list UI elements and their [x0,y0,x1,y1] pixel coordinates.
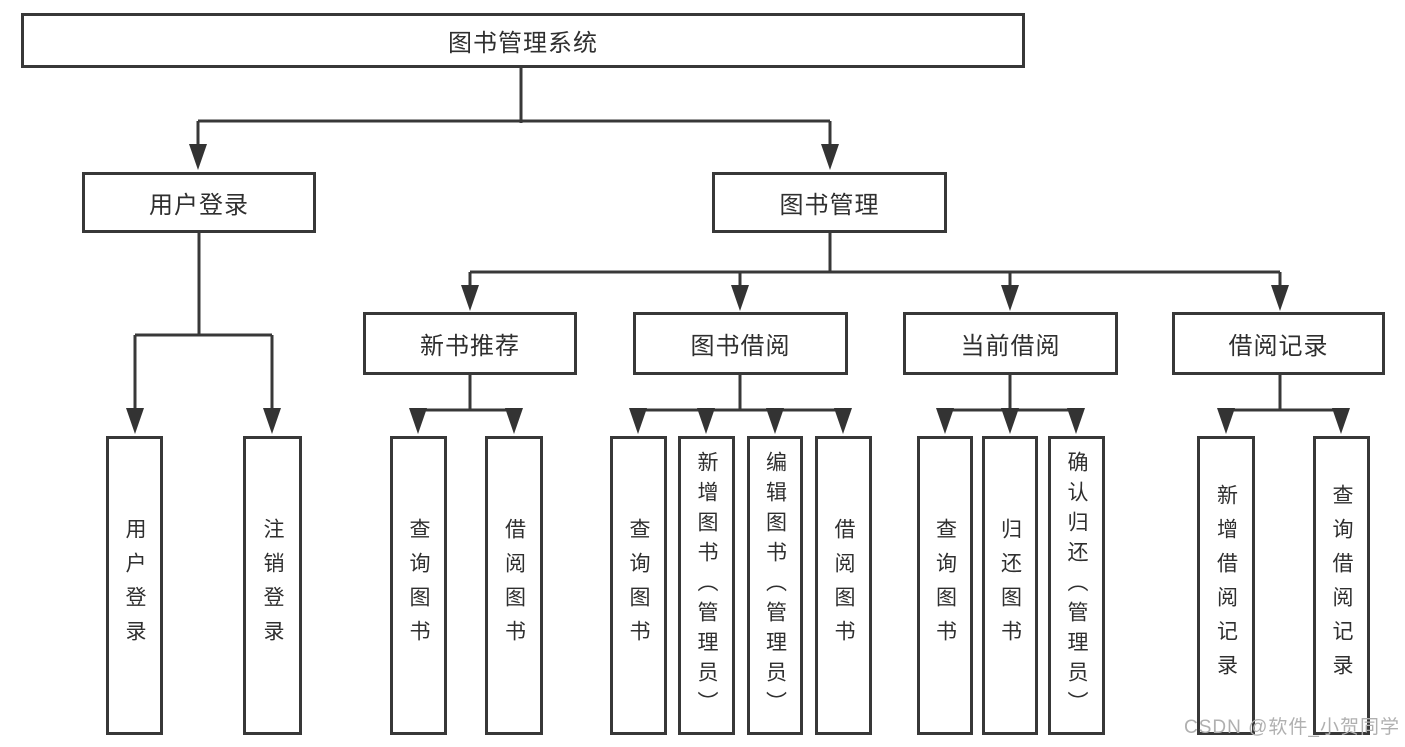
node-book-management: 图书管理 [712,172,947,233]
arrowhead [409,408,427,434]
node-borrow-records: 借阅记录 [1172,312,1385,375]
node-user-login: 用户登录 [82,172,316,233]
arrowhead [936,408,954,434]
leaf-add-borrow-record: 新增借阅记录 [1197,436,1255,735]
leaf-recommend-borrow-books: 借阅图书 [485,436,543,735]
arrowhead [834,408,852,434]
arrowhead [1001,285,1019,311]
arrowhead [505,408,523,434]
arrowhead [821,144,839,170]
node-book-borrow: 图书借阅 [633,312,848,375]
leaf-edit-books-admin: 编辑图书（管理员） [747,436,803,735]
node-library-management-system: 图书管理系统 [21,13,1025,68]
leaf-borrow-books: 借阅图书 [815,436,872,735]
leaf-recommend-query-books: 查询图书 [390,436,447,735]
arrowhead [1271,285,1289,311]
leaf-add-books-admin: 新增图书（管理员） [678,436,735,735]
arrowhead [697,408,715,434]
leaf-confirm-return-admin: 确认归还（管理员） [1048,436,1105,735]
arrowhead [1001,408,1019,434]
leaf-return-books: 归还图书 [982,436,1038,735]
arrowhead [189,144,207,170]
leaf-user-login: 用户登录 [106,436,163,735]
arrowhead [1217,408,1235,434]
leaf-borrow-query-books: 查询图书 [610,436,667,735]
arrowhead [1067,408,1085,434]
leaf-current-query-books: 查询图书 [917,436,973,735]
leaf-query-borrow-record: 查询借阅记录 [1313,436,1370,735]
arrowhead [263,408,281,434]
arrowhead [461,285,479,311]
node-current-borrow: 当前借阅 [903,312,1118,375]
leaf-logout: 注销登录 [243,436,302,735]
arrowhead [731,285,749,311]
arrowhead [629,408,647,434]
node-new-book-recommend: 新书推荐 [363,312,577,375]
arrowhead [1332,408,1350,434]
csdn-watermark: CSDN @软件_小贺同学 [1184,717,1400,738]
arrowhead [126,408,144,434]
arrowhead [766,408,784,434]
